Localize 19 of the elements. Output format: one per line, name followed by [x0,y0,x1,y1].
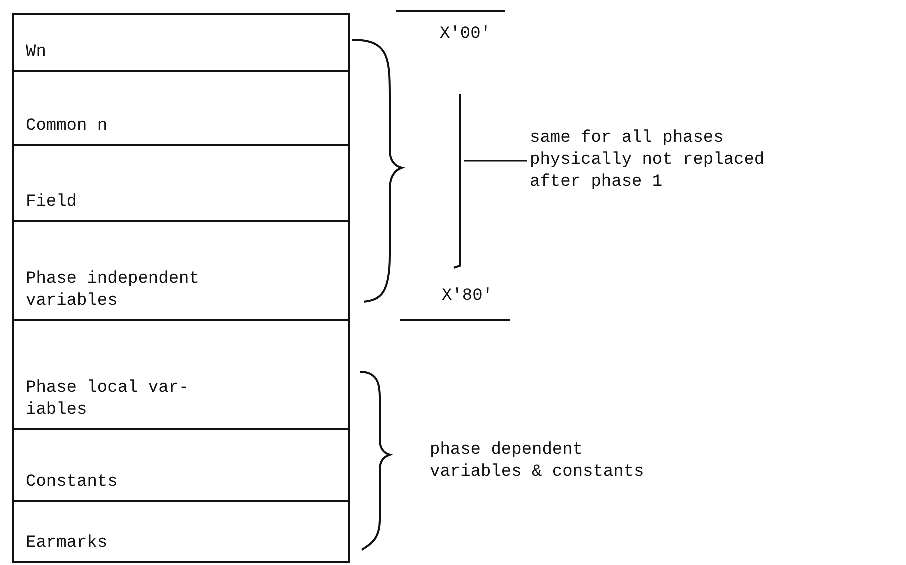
note-text: phase dependent variables & constants [430,440,646,484]
cell-label: Phase local var- iables [26,378,190,422]
cell-label: Phase independent variables [26,269,200,313]
cell-label: Wn [26,42,48,64]
memory-cell [12,70,350,146]
address-label: X'00' [440,24,492,46]
cell-label: Field [26,192,78,214]
memory-cell [12,144,350,222]
memory-cell [12,319,350,430]
leader-line [464,160,527,162]
memory-cell [12,500,350,563]
memory-cell [12,220,350,321]
address-label: X'80' [442,286,494,308]
cell-label: Common n [26,116,109,138]
memory-cell [12,428,350,502]
cell-label: Earmarks [26,533,109,555]
note-text: same for all phases physically not replaced after phase 1 [530,128,810,194]
cell-label: Constants [26,472,119,494]
memory-cell [12,13,350,72]
